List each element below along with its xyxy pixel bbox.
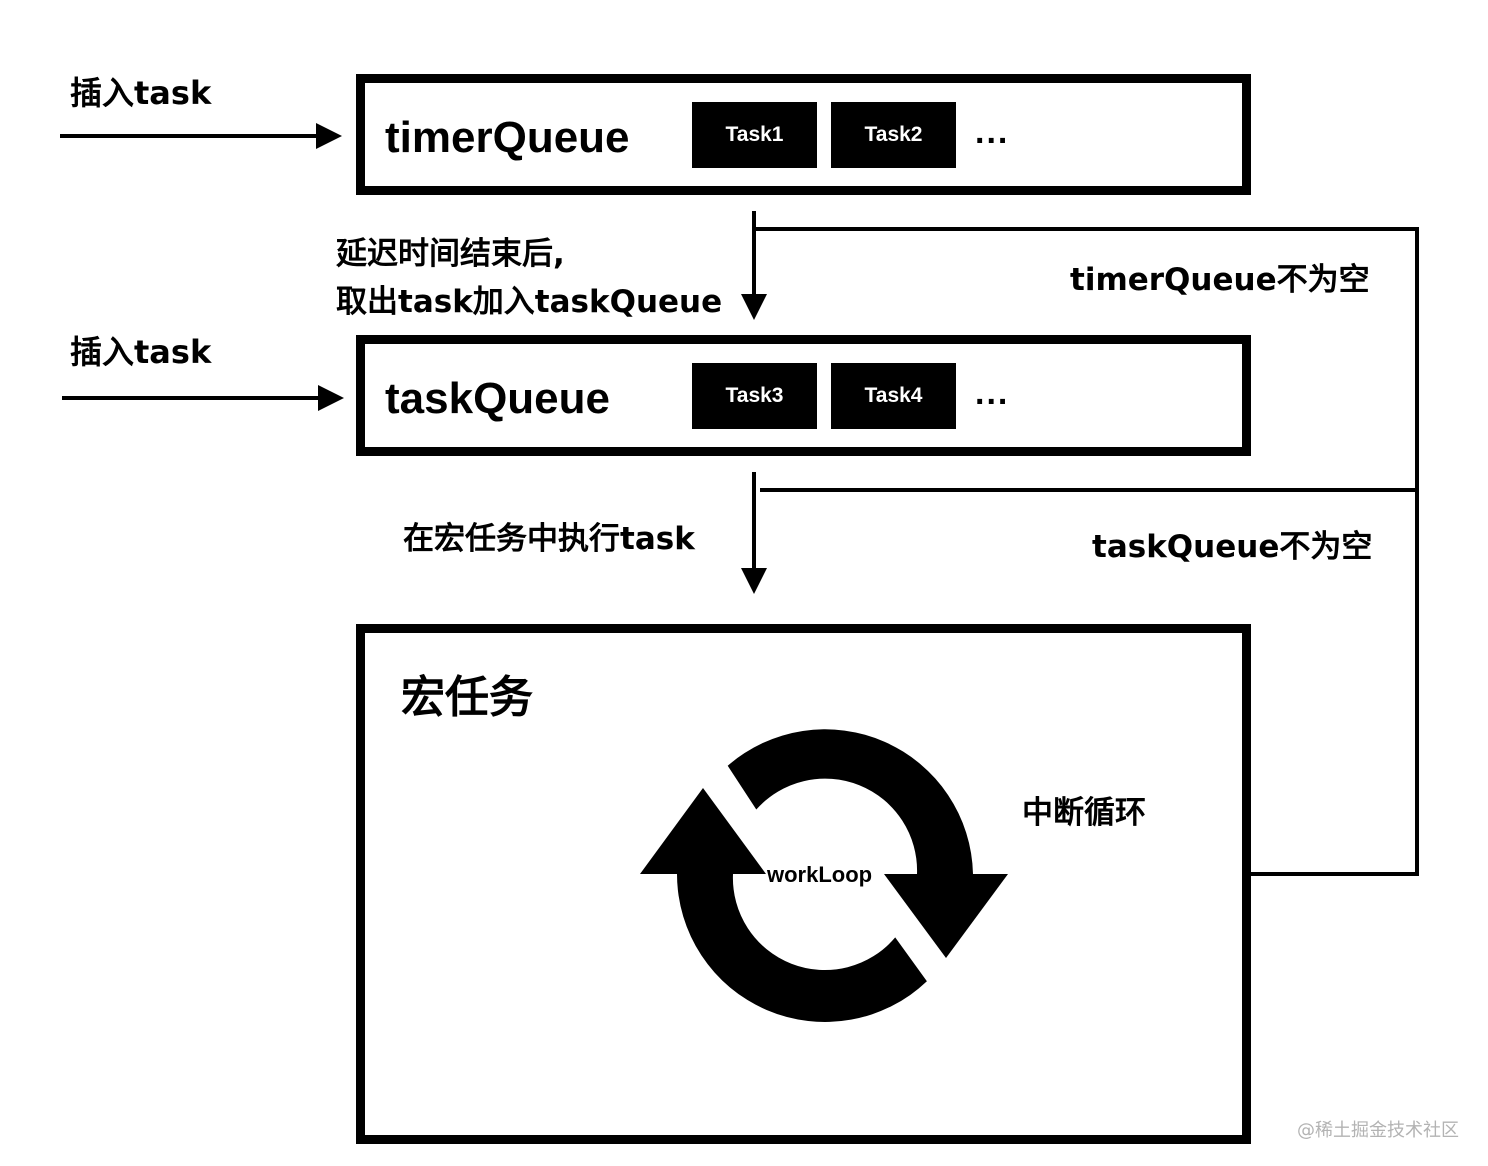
insert-label-bottom: 插入task — [70, 333, 212, 371]
execute-label: 在宏任务中执行task — [403, 521, 695, 557]
timer-queue-title: timerQueue — [385, 113, 630, 162]
timer-queue-box: timerQueue Task1 Task2 ... — [356, 74, 1251, 195]
watermark: @稀土掘金技术社区 — [1297, 1120, 1459, 1141]
task-item: Task3 — [692, 363, 817, 429]
task-not-empty-label: taskQueue不为空 — [1092, 529, 1373, 565]
task-item: Task2 — [831, 102, 956, 168]
interrupt-label: 中断循环 — [1022, 795, 1146, 831]
macro-task-box: 宏任务 — [356, 624, 1251, 1144]
insert-label-top: 插入task — [70, 74, 212, 112]
execute-down-arrow — [741, 472, 767, 594]
timer-queue-ellipsis: ... — [975, 113, 1010, 151]
insert-arrow-task — [62, 385, 344, 411]
delay-label: 延迟时间结束后, 取出task加入taskQueue — [336, 230, 722, 326]
delay-label-line2: 取出task加入taskQueue — [336, 284, 723, 320]
task-item: Task1 — [692, 102, 817, 168]
task-queue-title: taskQueue — [385, 374, 610, 423]
task-item: Task4 — [831, 363, 956, 429]
delay-down-arrow — [741, 211, 767, 320]
task-queue-ellipsis: ... — [975, 374, 1010, 412]
timer-not-empty-label: timerQueue不为空 — [1070, 262, 1370, 298]
delay-label-line1: 延迟时间结束后, — [336, 236, 565, 272]
macro-task-title: 宏任务 — [401, 672, 533, 723]
workloop-label: workLoop — [767, 862, 873, 887]
task-queue-box: taskQueue Task3 Task4 ... — [356, 335, 1251, 456]
insert-arrow-timer — [60, 123, 342, 149]
cycle-arrows-icon — [640, 729, 1008, 1022]
